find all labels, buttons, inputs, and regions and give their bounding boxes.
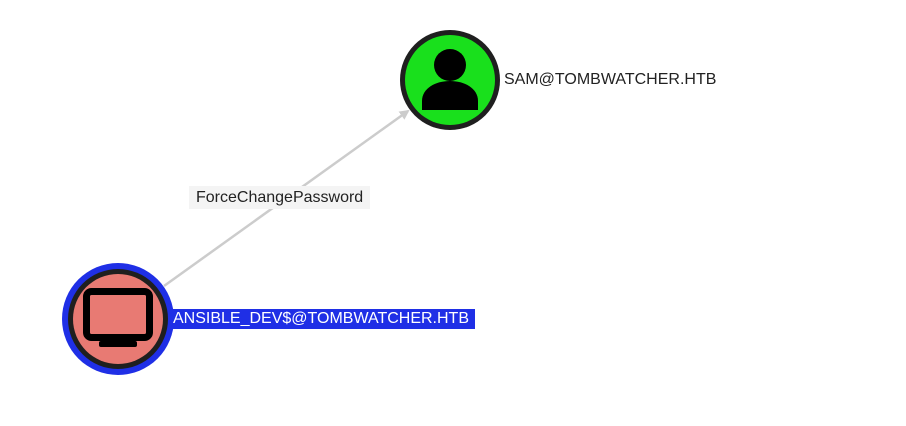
node-label-ansible-dev[interactable]: ANSIBLE_DEV$@TOMBWATCHER.HTB bbox=[171, 309, 475, 329]
node-sam-user[interactable] bbox=[400, 30, 500, 130]
computer-monitor-icon bbox=[83, 288, 153, 347]
user-icon bbox=[422, 49, 478, 110]
edge-label-forcechangepassword[interactable]: ForceChangePassword bbox=[189, 186, 371, 209]
node-ansible-dev-computer[interactable] bbox=[62, 263, 174, 375]
node-label-sam[interactable]: SAM@TOMBWATCHER.HTB bbox=[504, 71, 717, 88]
node-ansible-dev-fill bbox=[73, 274, 163, 364]
